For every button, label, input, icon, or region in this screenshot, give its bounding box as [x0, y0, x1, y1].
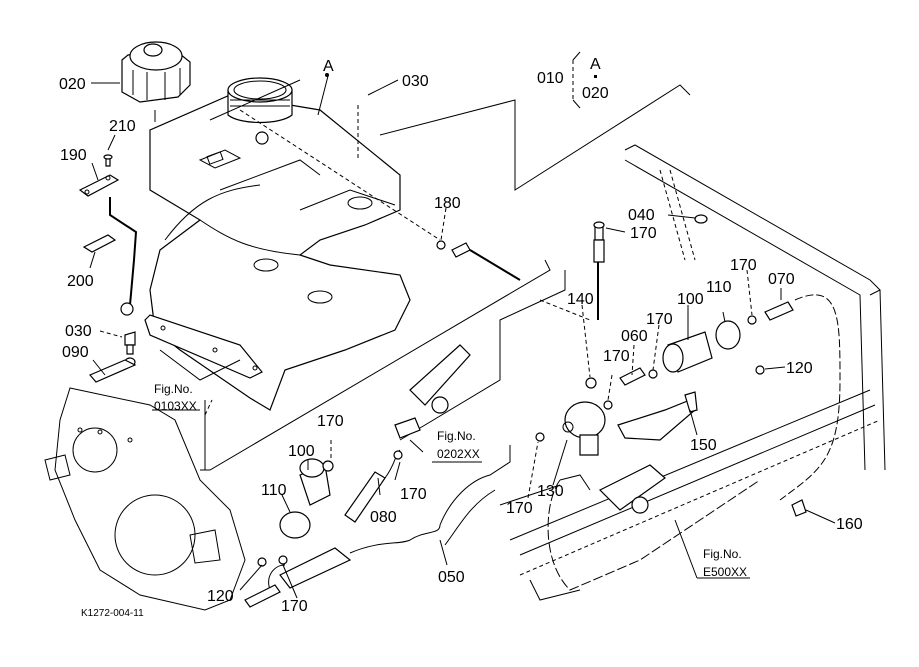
legend-parent: 010 — [537, 70, 564, 87]
callout-170-f: 170 — [400, 486, 427, 503]
callout-130: 130 — [537, 483, 564, 500]
fig-ref-0103-number: 0103XX — [154, 399, 197, 413]
callout-080: 080 — [370, 509, 397, 526]
ground-strap — [89, 331, 137, 383]
group-legend: 010 A 020 — [537, 56, 609, 102]
legend-view-marker: A — [590, 56, 601, 73]
callout-070: 070 — [768, 271, 795, 288]
callout-110-right: 110 — [706, 279, 732, 296]
callout-030-left: 030 — [65, 323, 92, 340]
leader-lines — [89, 51, 836, 599]
callout-180: 180 — [434, 195, 461, 212]
callout-170-c: 170 — [646, 311, 673, 328]
callout-030-top: 030 — [402, 73, 429, 90]
callout-040: 040 — [628, 207, 655, 224]
callout-100-right: 100 — [677, 291, 704, 308]
figure-refs: Fig.No. 0103XX Fig.No. 0202XX Fig.No. E5… — [154, 382, 747, 579]
callout-160: 160 — [836, 516, 863, 533]
guide-lines — [154, 79, 691, 471]
callout-170-b: 170 — [730, 257, 757, 274]
callout-190: 190 — [60, 147, 87, 164]
callout-210: 210 — [109, 118, 136, 135]
legend-child: 020 — [582, 85, 609, 102]
fuel-pump-assembly — [409, 221, 841, 591]
fig-ref-0103-caption: Fig.No. — [154, 382, 193, 396]
fig-ref-0202-caption: Fig.No. — [437, 429, 476, 443]
callout-140: 140 — [567, 291, 594, 308]
callouts: 020 A 030 210 190 200 180 040 170 070 17… — [59, 58, 863, 615]
fig-ref-0202-number: 0202XX — [437, 447, 480, 461]
fig-ref-e500-number: E500XX — [703, 565, 747, 579]
callout-120-right: 120 — [786, 360, 813, 377]
callout-170-d: 170 — [603, 348, 630, 365]
fuel-line-assembly — [244, 417, 511, 608]
fuel-cap — [121, 41, 191, 103]
callout-020: 020 — [59, 76, 86, 93]
callout-170-h: 170 — [281, 598, 308, 615]
callout-120-left: 120 — [207, 588, 234, 605]
sender-bracket — [78, 154, 138, 316]
legend-dot — [594, 75, 597, 78]
callout-110-left: 110 — [261, 482, 287, 499]
callout-100-left: 100 — [288, 443, 315, 460]
view-a-marker — [325, 73, 329, 77]
fuel-tank — [144, 77, 411, 411]
callout-150: 150 — [690, 437, 717, 454]
callout-170-a: 170 — [630, 225, 657, 242]
callout-090: 090 — [62, 344, 89, 361]
engine-plate — [44, 387, 246, 611]
drawing-code: K1272-004-11 — [81, 608, 144, 619]
callout-view-a: A — [323, 58, 334, 75]
callout-200: 200 — [67, 273, 94, 290]
callout-170-e: 170 — [317, 413, 344, 430]
callout-050: 050 — [438, 569, 465, 586]
callout-060: 060 — [621, 328, 648, 345]
callout-170-g: 170 — [506, 500, 533, 517]
frame — [499, 144, 886, 601]
fig-ref-e500-caption: Fig.No. — [703, 547, 742, 561]
